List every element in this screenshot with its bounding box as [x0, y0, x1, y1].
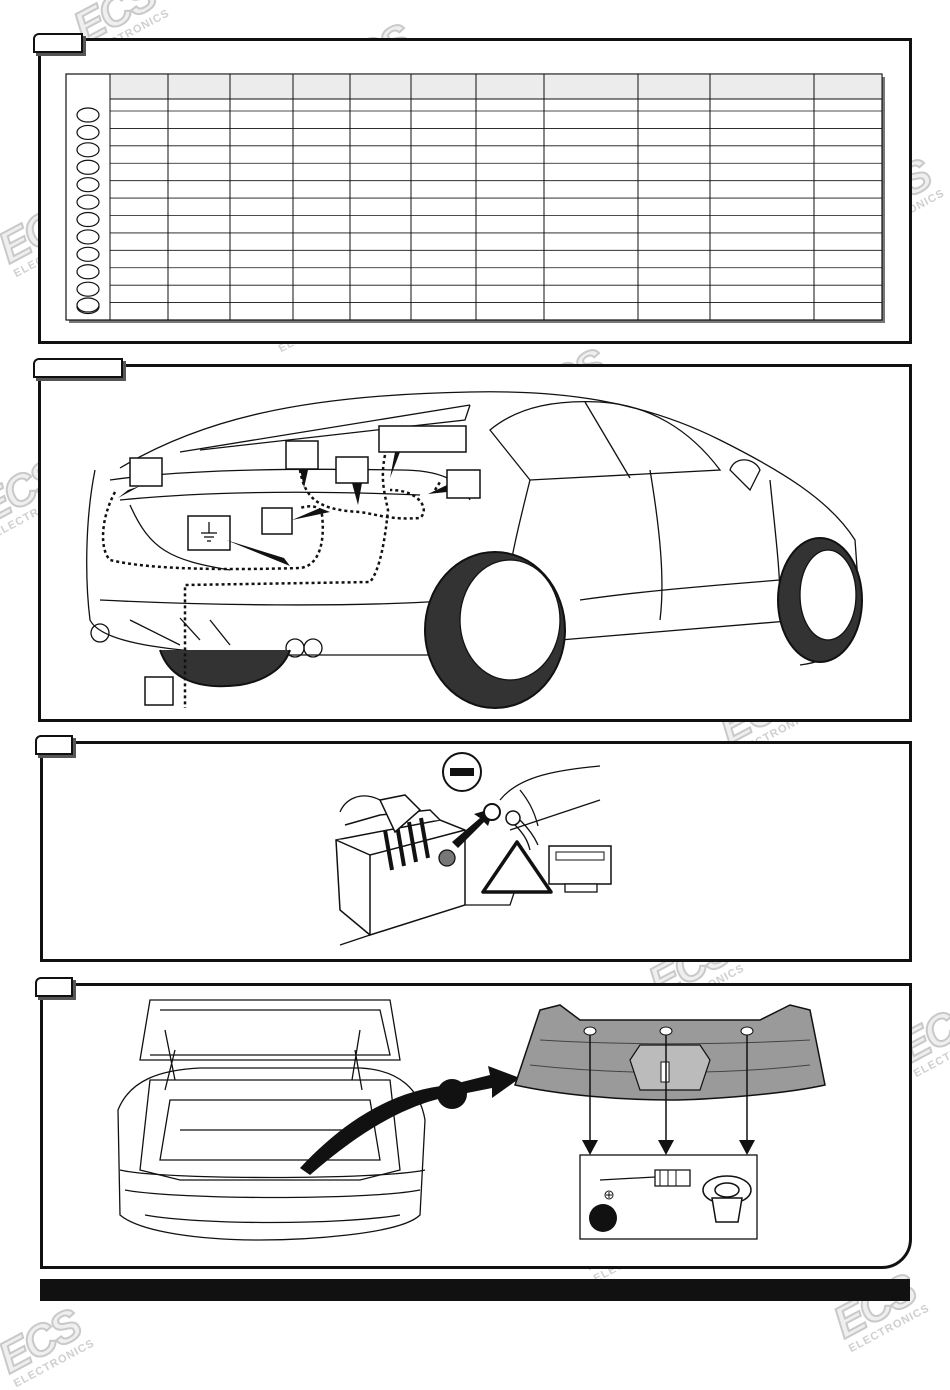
step-tab-1	[33, 33, 83, 53]
panel-battery-disconnect	[40, 741, 912, 962]
panel-trunk-trim	[40, 983, 912, 1269]
panel-wiring-table	[38, 38, 912, 344]
footer-bar	[40, 1279, 910, 1301]
step-tab-2	[33, 358, 123, 378]
panel-cable-route	[38, 364, 912, 722]
step-tab-4	[35, 977, 73, 997]
step-tab-3	[35, 735, 73, 755]
